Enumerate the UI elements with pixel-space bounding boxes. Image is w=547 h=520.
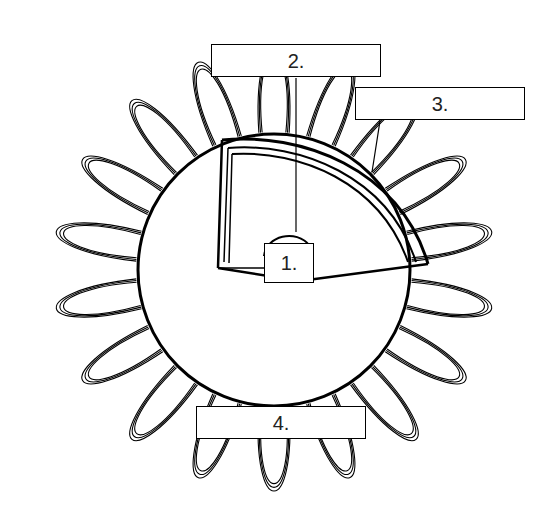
corona-loop xyxy=(310,69,352,145)
corona-loop xyxy=(407,281,488,316)
corona-loop xyxy=(132,102,196,173)
label-box: 3. xyxy=(355,87,525,120)
corona-loop xyxy=(386,327,463,382)
leader-line xyxy=(372,121,380,172)
corona-loop xyxy=(64,225,141,257)
corona-loop xyxy=(82,156,163,214)
corona-loop xyxy=(88,328,160,379)
corona-loop xyxy=(85,327,162,382)
corona-loop xyxy=(195,65,240,145)
label-box: 1. xyxy=(264,243,314,283)
callout-number: 3. xyxy=(432,93,449,115)
corona-loop xyxy=(82,325,163,383)
corona-loop xyxy=(56,279,141,317)
corona-loop xyxy=(60,224,141,259)
corona-loop xyxy=(132,367,196,438)
corona-loop xyxy=(135,105,195,172)
corona-loop xyxy=(308,65,353,145)
corona-loop xyxy=(387,328,459,379)
corona-loop xyxy=(56,223,141,261)
callout-number: 4. xyxy=(273,412,290,434)
corona-loop xyxy=(60,281,141,316)
layer-edge xyxy=(224,148,232,263)
corona-loop xyxy=(406,279,491,317)
corona-loop xyxy=(135,368,195,435)
corona-loop xyxy=(85,158,162,213)
corona-loop xyxy=(407,282,484,314)
cut-edge xyxy=(218,140,222,268)
label-box: 4. xyxy=(196,406,366,439)
corona-loop xyxy=(387,160,459,211)
corona-loop xyxy=(88,160,160,211)
layer-middle xyxy=(228,147,416,262)
callout-number: 2. xyxy=(288,50,305,72)
corona-loop xyxy=(196,69,238,145)
layer-inner xyxy=(232,154,408,262)
leader-line xyxy=(295,78,296,232)
callout-number: 1. xyxy=(281,252,298,274)
corona-loop xyxy=(64,282,141,314)
cut-edge xyxy=(218,264,428,281)
corona-loop xyxy=(385,325,466,383)
label-box: 2. xyxy=(211,44,381,77)
sun-surface xyxy=(138,134,410,406)
layer-outer xyxy=(222,139,428,264)
